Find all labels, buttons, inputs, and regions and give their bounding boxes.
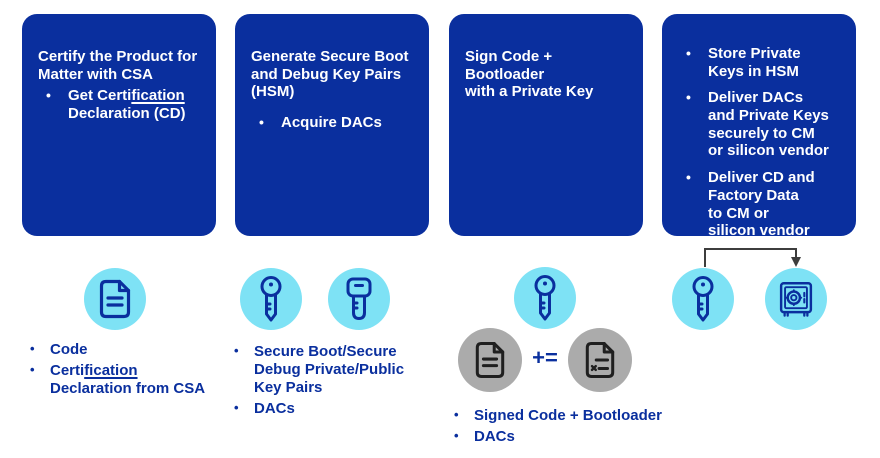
step-title: Sign Code + Bootloader with a Private Ke…	[465, 48, 594, 101]
step-bullet: Deliver DACs and Private Keys securely t…	[678, 89, 844, 160]
output-item: DACs	[450, 428, 690, 446]
step-bullet: Acquire DACs	[251, 114, 417, 132]
document-icon	[458, 328, 522, 392]
step-bullet: Deliver CD and Factory Data to CM or sil…	[678, 169, 844, 240]
step-box-certify: Certify the Product for Matter with CSA …	[22, 14, 216, 236]
certification-underline: fication	[131, 87, 185, 105]
step-bullet: Get Certification Declaration (CD)	[38, 87, 204, 122]
signed-document-icon	[568, 328, 632, 392]
key-icon	[672, 268, 734, 330]
key-icon	[514, 267, 576, 329]
step-bullet-list: Get Certification Declaration (CD)	[38, 87, 204, 122]
document-icon	[84, 268, 146, 330]
outputs-list-keys: Secure Boot/Secure Debug Private/Public …	[230, 343, 440, 421]
outputs-list-certify: Code Certification Declaration from CSA	[26, 341, 226, 401]
step-title: Certify the Product for Matter with CSA	[38, 48, 198, 83]
output-item: Code	[26, 341, 226, 359]
step-bullet: Store Private Keys in HSM	[678, 45, 844, 80]
outputs-list-signed: Signed Code + Bootloader DACs	[450, 407, 690, 449]
step-box-sign-code: Sign Code + Bootloader with a Private Ke…	[449, 14, 643, 236]
box-to-icons-connector-arrow	[704, 248, 801, 267]
plus-equals-operator: +=	[532, 345, 558, 370]
certification-underline: fication	[84, 362, 138, 379]
key-icon	[240, 268, 302, 330]
step-bullet-list: Store Private Keys in HSM Deliver DACs a…	[678, 45, 844, 240]
step-bullet-list: Acquire DACs	[251, 114, 417, 132]
safe-icon	[765, 268, 827, 330]
step-box-store-deliver: Store Private Keys in HSM Deliver DACs a…	[662, 14, 856, 239]
output-item: Signed Code + Bootloader	[450, 407, 690, 425]
step-box-generate-keys: Generate Secure Boot and Debug Key Pairs…	[235, 14, 429, 236]
output-item: DACs	[230, 400, 440, 418]
output-item: Secure Boot/Secure Debug Private/Public …	[230, 343, 440, 397]
step-title: Generate Secure Boot and Debug Key Pairs…	[251, 48, 409, 101]
key-alt-icon	[328, 268, 390, 330]
output-item: Certification Declaration from CSA	[26, 362, 226, 398]
